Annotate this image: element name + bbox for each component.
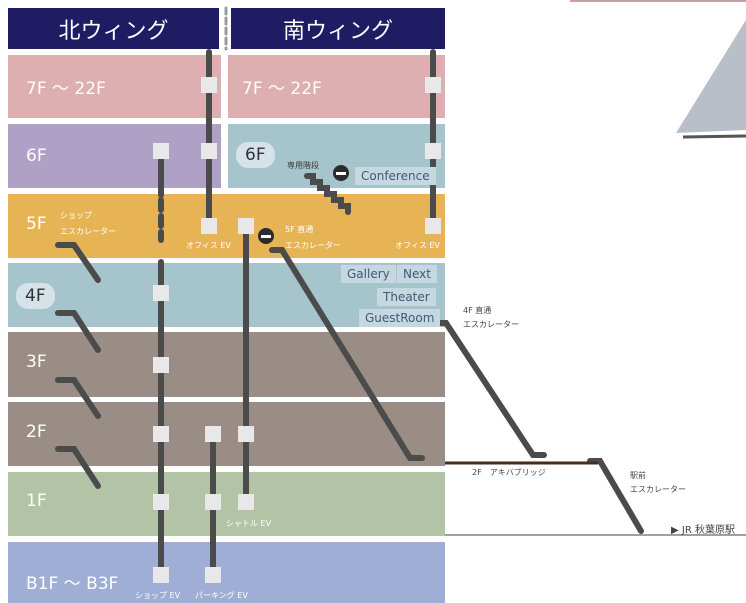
shop-escalator-label-2: エスカレーター: [60, 227, 116, 236]
shop-ev-stop: [153, 143, 169, 159]
floor-label-6f-south: 6F: [236, 142, 275, 168]
floor-label-basement: B1F 〜 B3F: [26, 574, 119, 594]
parking-ev-label: パーキング EV: [195, 591, 248, 600]
office-ev-label-north: オフィス EV: [186, 241, 231, 250]
floor-label-3f: 3F: [26, 352, 47, 372]
floor-label-1f: 1F: [26, 491, 47, 511]
station-front-label-2: エスカレーター: [630, 485, 686, 494]
station-front-label-1: 駅前: [630, 471, 646, 480]
shuttle-ev-stop: [238, 426, 254, 442]
direct-4f-label-2: エスカレーター: [463, 320, 519, 329]
office-ev-stop-south: [425, 77, 441, 93]
direct-5f-label-1: 5F 直通: [285, 225, 314, 234]
bridge-label: 2F アキバブリッジ: [472, 468, 546, 477]
shop-escalator-label-1: ショップ: [60, 211, 92, 220]
gallery-tag[interactable]: Gallery: [341, 265, 396, 283]
north-wing-header: 北ウィング: [8, 8, 219, 49]
floor-band-6f-north[interactable]: [8, 124, 221, 188]
shop-ev-stop: [153, 357, 169, 373]
shop-ev-stop: [153, 426, 169, 442]
floor-label-5f: 5F: [26, 214, 47, 234]
shop-ev-stop: [153, 494, 169, 510]
shuttle-ev-stop: [238, 218, 254, 234]
floor-band-1f[interactable]: [8, 472, 445, 536]
guestroom-tag[interactable]: GuestRoom: [359, 309, 441, 327]
parking-ev-stop: [205, 567, 221, 583]
shuttle-ev-stop: [238, 494, 254, 510]
theater-tag[interactable]: Theater: [377, 288, 436, 306]
parking-ev-stop: [205, 494, 221, 510]
floor-band-7f-22f-south[interactable]: [228, 55, 445, 118]
conference-tag[interactable]: Conference: [355, 167, 436, 185]
office-ev-stop-south: [425, 143, 441, 159]
shop-ev-stop: [153, 285, 169, 301]
shop-ev-stop: [153, 567, 169, 583]
parking-ev-stop: [205, 426, 221, 442]
jr-station-link[interactable]: ▶ JR 秋葉原駅: [671, 525, 735, 536]
no-smoking-icon: [333, 165, 349, 181]
office-ev-label-south: オフィス EV: [395, 241, 440, 250]
office-ev-stop-south: [425, 218, 441, 234]
next-tag[interactable]: Next: [397, 265, 437, 283]
floor-label-6f-north: 6F: [26, 146, 47, 166]
office-ev-stop-north: [201, 77, 217, 93]
floor-band-7f-22f-north[interactable]: [8, 55, 221, 118]
shop-ev-label: ショップ EV: [135, 591, 181, 600]
south-wing-title: 南ウィング: [282, 18, 393, 44]
floor-band-basement[interactable]: [8, 542, 445, 603]
floor-band-5f[interactable]: [8, 194, 445, 258]
no-smoking-icon: [258, 228, 274, 244]
floor-label-4f: 4F: [16, 283, 55, 309]
shuttle-ev-label: シャトル EV: [226, 519, 272, 528]
direct-4f-label-1: 4F 直通: [463, 306, 492, 315]
floor-label-7f-22f-south: 7F 〜 22F: [242, 79, 322, 99]
direct-5f-label-2: エスカレーター: [285, 241, 341, 250]
floor-label-7f-22f-north: 7F 〜 22F: [26, 79, 106, 99]
office-ev-stop-north: [201, 218, 217, 234]
office-ev-stop-north: [201, 143, 217, 159]
private-stairs-label: 専用階段: [287, 161, 319, 170]
north-wing-title: 北ウィング: [58, 18, 169, 44]
floor-label-2f: 2F: [26, 422, 47, 442]
south-wing-header: 南ウィング: [231, 8, 445, 49]
